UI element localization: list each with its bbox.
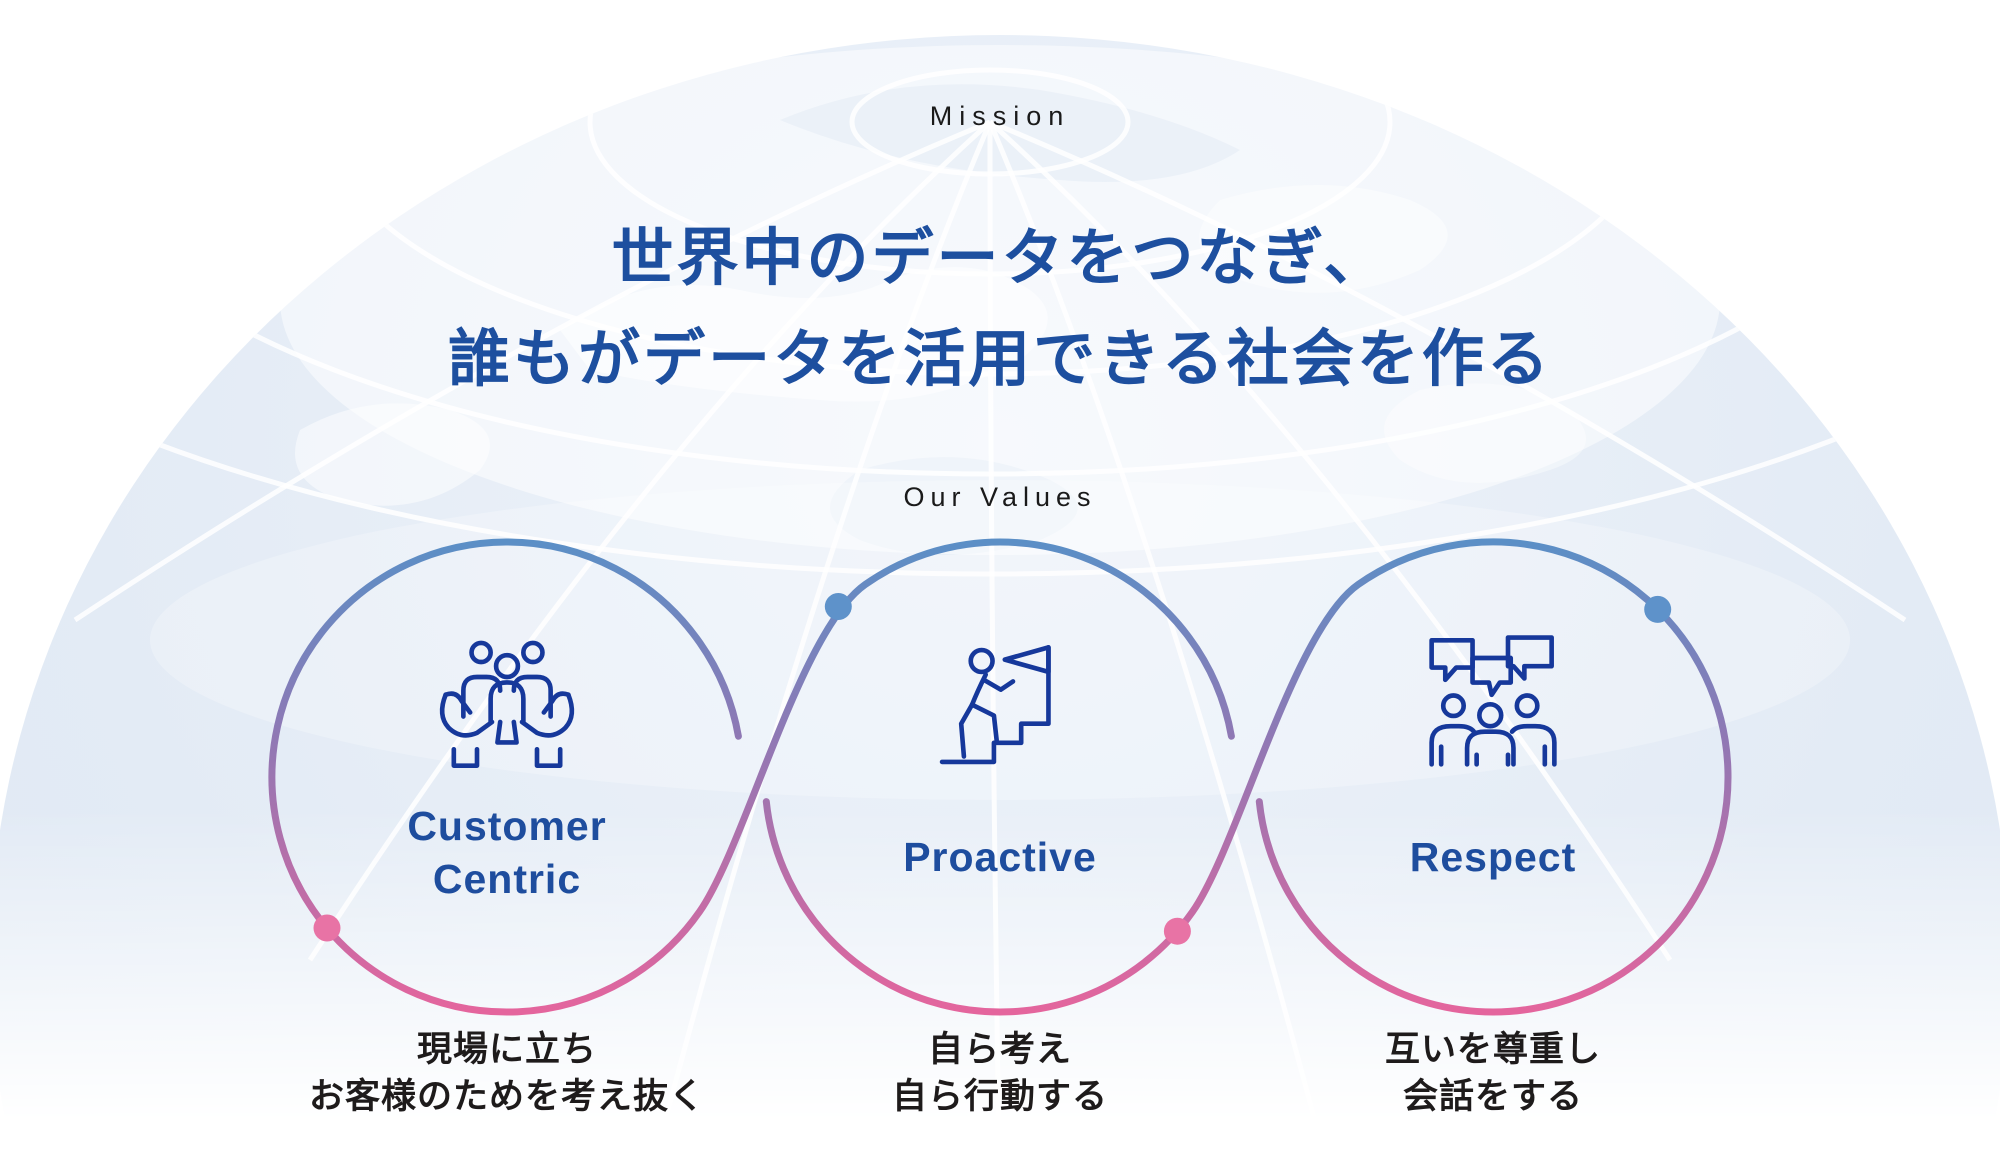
value-description-respect: 互いを尊重し 会話をする [1384, 1030, 1601, 1116]
ring-dot-blue-1 [824, 593, 852, 620]
value-label-respect: Respect [1409, 834, 1577, 880]
ring-dot-blue-2 [1644, 595, 1672, 623]
value-description-customer-centric: 現場に立ち お客様のためを考え抜く [308, 1030, 705, 1116]
ring-dot-pink-2 [1163, 917, 1191, 945]
people-speech-bubbles-icon [1418, 628, 1568, 778]
mission-label: Mission [929, 101, 1071, 131]
value-label-proactive: Proactive [903, 834, 1097, 880]
ring-thread-2 [762, 538, 1732, 1016]
value-label-customer-centric: Customer Centric [407, 803, 607, 902]
values-label: Our Values [903, 482, 1097, 512]
runner-stairs-flag-icon [923, 631, 1073, 781]
ring-dot-pink-1 [313, 914, 341, 942]
ring-thread-1 [268, 538, 1235, 1016]
people-in-hands-icon [432, 632, 582, 782]
mission-heading-line2: 誰もがデータを活用できる社会を作る [448, 325, 1552, 394]
mission-heading: 世界中のデータをつなぎ、 誰もがデータを活用できる社会を作る [0, 208, 2000, 410]
value-description-proactive: 自ら考え 自ら行動する [891, 1030, 1108, 1116]
mission-heading-line1: 世界中のデータをつなぎ、 [611, 224, 1389, 293]
